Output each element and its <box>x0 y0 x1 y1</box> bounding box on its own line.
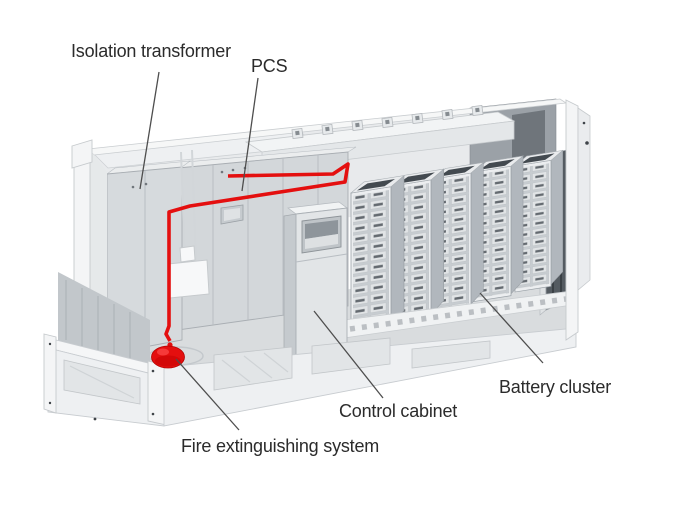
control-cabinet-screen <box>301 215 342 254</box>
leader-battery-cluster <box>479 292 544 364</box>
leader-control-cabinet <box>313 310 384 399</box>
control-cabinet <box>283 201 348 365</box>
label-battery-cluster: Battery cluster <box>499 377 612 397</box>
junction-box <box>167 259 210 299</box>
leader-lines <box>139 71 544 431</box>
right-corner-post <box>565 99 591 341</box>
leader-pcs <box>241 77 259 192</box>
fire-pipe <box>164 162 350 342</box>
container-end-wall <box>43 333 167 427</box>
duct-brackets <box>291 105 484 140</box>
end-wall-interior <box>58 272 150 366</box>
leader-isolation-transformer <box>139 71 160 190</box>
label-pcs: PCS <box>251 56 288 76</box>
label-fire-extinguishing-system: Fire extinguishing system <box>181 436 380 456</box>
container-front-wall <box>93 316 577 427</box>
fire-extinguishing-system <box>151 162 350 369</box>
label-isolation-transformer: Isolation transformer <box>71 41 231 61</box>
label-control-cabinet: Control cabinet <box>339 401 458 421</box>
small-wall-tag <box>179 245 196 263</box>
battery-rack <box>350 175 405 334</box>
leader-fire-extinguishing <box>175 358 240 431</box>
